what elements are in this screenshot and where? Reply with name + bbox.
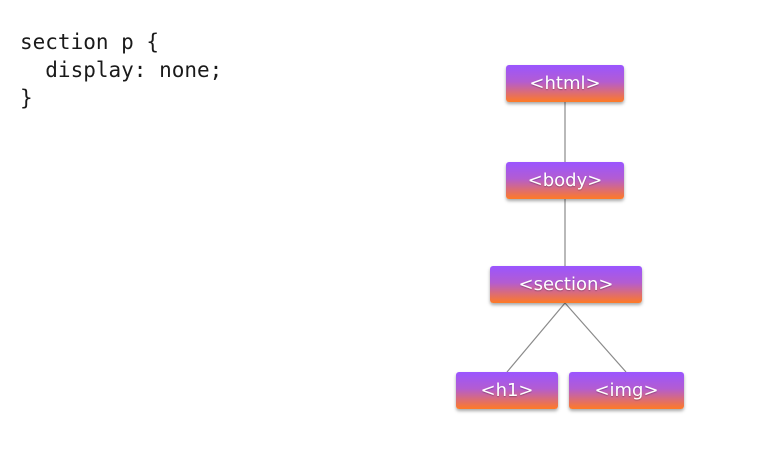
edge-section-h1	[506, 302, 566, 373]
code-line-declaration: display: none;	[20, 58, 223, 82]
code-line-selector: section p {	[20, 30, 160, 54]
node-section: <section>	[490, 266, 642, 303]
node-body: <body>	[506, 162, 624, 199]
node-img: <img>	[569, 372, 684, 409]
code-line-closing-brace: }	[20, 86, 33, 110]
css-code-block: section p { display: none;}	[20, 28, 222, 112]
edge-section-img	[564, 302, 627, 373]
node-h1: <h1>	[456, 372, 558, 409]
node-html: <html>	[506, 65, 624, 102]
